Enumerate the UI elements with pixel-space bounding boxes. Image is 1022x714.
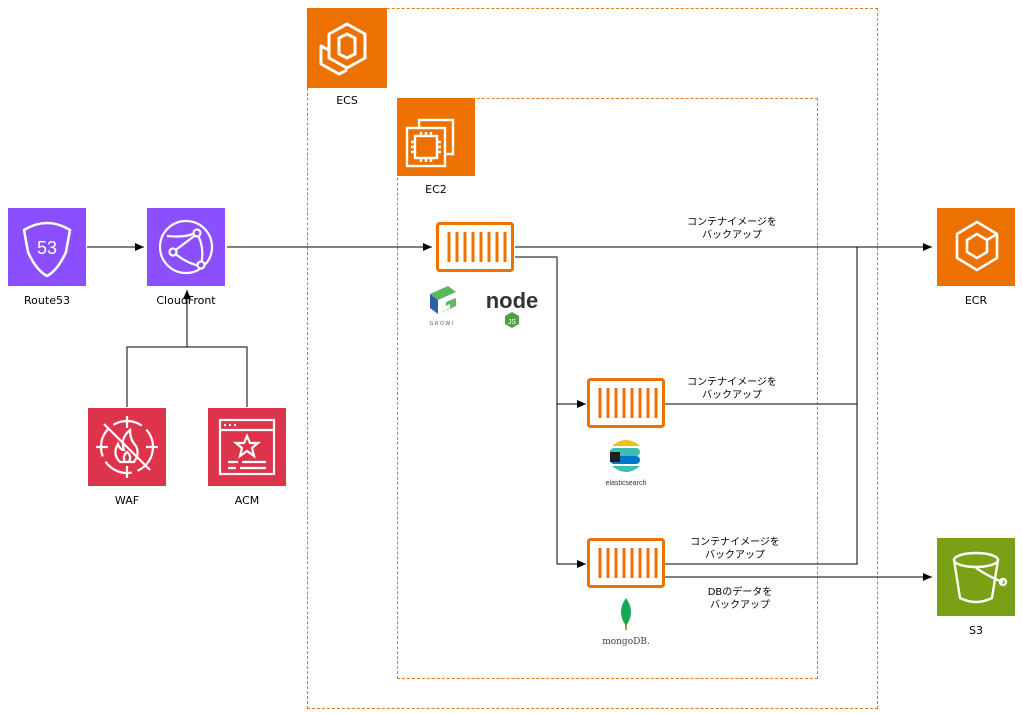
cloudfront-icon[interactable] (147, 208, 225, 286)
edge-mongo-ecr (665, 404, 858, 565)
acm-certificate-icon (218, 418, 276, 476)
ecs-group (307, 8, 878, 709)
elasticsearch-container-icon[interactable] (587, 378, 665, 428)
backup-note-elasticsearch: コンテナイメージを バックアップ (672, 376, 792, 402)
mongodb-logo-text: mongoDB. (602, 637, 650, 647)
acm-icon[interactable] (208, 408, 286, 486)
route53-badge: 53 (37, 238, 57, 258)
note-line-1: コンテナイメージを (687, 217, 777, 228)
waf-icon[interactable] (88, 408, 166, 486)
route53-label: Route53 (24, 294, 70, 307)
note-line-2: バックアップ (705, 550, 765, 561)
elasticsearch-logo-text: elasticsearch (606, 480, 647, 487)
cloudfront-label: CloudFront (156, 294, 216, 307)
ec2-label: EC2 (425, 183, 447, 196)
note-line-2: バックアップ (710, 600, 770, 611)
backup-note-growi: コンテナイメージを バックアップ (672, 216, 792, 242)
ec2-group (397, 98, 818, 679)
edge-acm-join (187, 346, 248, 407)
mongodb-logo-icon: mongoDB. (602, 598, 650, 647)
elasticsearch-logo-icon: elasticsearch (606, 440, 647, 487)
ecs-label: ECS (336, 94, 358, 107)
edge-waf-cloudfront (126, 290, 191, 407)
ecr-label: ECR (964, 294, 988, 307)
s3-icon[interactable] (937, 538, 1015, 616)
backup-note-mongodb: コンテナイメージを バックアップ (675, 536, 795, 562)
s3-label: S3 (969, 624, 983, 637)
nodejs-logo-badge: JS (508, 319, 517, 326)
edge-growi-elastic (515, 256, 586, 408)
elasticsearch-logo: elasticsearch (598, 436, 654, 488)
note-line-2: バックアップ (702, 390, 762, 401)
growi-container-icon[interactable] (436, 222, 514, 272)
nodejs-logo: node JS (476, 284, 548, 332)
growi-logo: GROWI (420, 284, 464, 328)
note-line-2: バックアップ (702, 230, 762, 241)
waf-label: WAF (114, 494, 140, 507)
cloudfront-globe-icon (158, 219, 214, 275)
ecs-icon[interactable] (307, 8, 387, 88)
route53-icon[interactable]: 53 (8, 208, 86, 286)
nodejs-logo-text: node (486, 288, 539, 313)
mongodb-container-icon[interactable] (587, 538, 665, 588)
ecr-registry-icon (955, 220, 999, 272)
nodejs-logo-icon: node JS (486, 288, 539, 328)
ec2-chip-icon (405, 118, 455, 168)
s3-bucket-icon (952, 551, 1008, 604)
mongodb-logo: mongoDB. (594, 594, 658, 650)
edge-growi-mongo (556, 404, 586, 568)
growi-logo-text: GROWI (430, 321, 455, 327)
growi-logo-icon: GROWI (430, 286, 456, 327)
waf-firewall-icon (96, 416, 158, 478)
ecs-glyph-icon (319, 22, 367, 76)
container-icon (436, 222, 514, 272)
ec2-icon[interactable] (397, 98, 475, 176)
ecr-icon[interactable] (937, 208, 1015, 286)
note-line-1: コンテナイメージを (690, 537, 780, 548)
note-line-1: DBのデータを (707, 587, 773, 598)
container-icon (587, 538, 665, 588)
route53-shield-icon: 53 (22, 221, 72, 278)
db-backup-note: DBのデータを バックアップ (680, 586, 800, 612)
container-icon (587, 378, 665, 428)
acm-label: ACM (234, 494, 260, 507)
note-line-1: コンテナイメージを (687, 377, 777, 388)
